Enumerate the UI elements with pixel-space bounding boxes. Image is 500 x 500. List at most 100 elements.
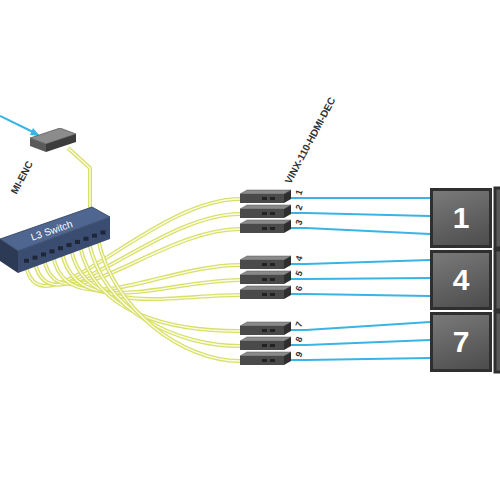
switch-port xyxy=(92,234,97,238)
decoder-port xyxy=(262,329,267,332)
screen-number: 7 xyxy=(453,325,470,359)
decoder-port xyxy=(270,329,275,332)
encoder-shape xyxy=(30,128,76,152)
decoder-port xyxy=(262,278,267,281)
decoder-front xyxy=(240,356,284,365)
decoder-side xyxy=(284,205,291,218)
callout-number: 1 xyxy=(295,187,306,197)
switch-side xyxy=(0,239,18,273)
decoder-top xyxy=(240,352,291,356)
switch-port xyxy=(33,256,38,260)
switch-port xyxy=(84,237,89,241)
switch-port xyxy=(58,246,63,250)
decoder-top xyxy=(240,337,291,341)
network-cable xyxy=(89,243,240,346)
screen-number: 4 xyxy=(453,263,470,297)
callout-number: 7 xyxy=(295,319,306,329)
model-label: VINX-110-HDMI-DEC xyxy=(283,95,338,185)
switch-port xyxy=(41,252,46,256)
display-screen: 7 xyxy=(430,312,492,372)
network-switch: L3 Switch xyxy=(0,205,110,275)
hdmi-cable xyxy=(291,228,430,234)
hdmi-cable xyxy=(291,322,430,330)
decoder-port xyxy=(262,359,267,362)
network-cable xyxy=(68,148,90,209)
decoder-top xyxy=(240,286,291,290)
network-cable xyxy=(68,148,90,209)
decoder-side xyxy=(284,271,291,284)
decoder-top xyxy=(240,220,291,224)
callout-number: 3 xyxy=(295,217,306,227)
wall-screen xyxy=(495,188,500,248)
hdmi-cable xyxy=(291,213,430,216)
callout-number: 2 xyxy=(295,202,306,212)
network-cable xyxy=(89,243,240,346)
decoder-top xyxy=(240,256,291,260)
network-cable xyxy=(98,239,240,361)
switch-shape xyxy=(0,205,110,275)
decoder-front xyxy=(240,275,284,284)
display-screen: 1 xyxy=(430,188,492,248)
hdmi-cable xyxy=(291,340,430,345)
decoder-side xyxy=(284,322,291,335)
device-label: MI-ENC xyxy=(9,159,35,196)
encoder-side xyxy=(30,138,46,152)
decoder-port xyxy=(270,278,275,281)
decoder-port xyxy=(262,227,267,230)
hdmi-cable xyxy=(291,197,430,199)
callout-number: 9 xyxy=(295,349,306,359)
decoder-port xyxy=(270,263,275,266)
decoder-side xyxy=(284,256,291,269)
decoder-port xyxy=(262,344,267,347)
decoder-port xyxy=(262,263,267,266)
decoder-side xyxy=(284,190,291,203)
callout-number: 5 xyxy=(295,268,306,278)
hdmi-cable xyxy=(291,294,430,296)
decoder-front xyxy=(240,209,284,218)
encoder-box: MI-ENC xyxy=(30,128,76,152)
encoder-front xyxy=(46,134,76,152)
callout-number: 8 xyxy=(295,334,306,344)
decoder-side xyxy=(284,220,291,233)
decoder-front xyxy=(240,194,284,203)
hdmi-cable xyxy=(291,358,430,360)
decoder-top xyxy=(240,322,291,326)
hdmi-cable xyxy=(291,278,430,279)
input-line xyxy=(0,116,33,132)
decoder-port xyxy=(270,359,275,362)
callout-number: 4 xyxy=(295,253,306,263)
decoder-front xyxy=(240,224,284,233)
decoder-front xyxy=(240,260,284,269)
decoder-port xyxy=(262,293,267,296)
decoder-top xyxy=(240,205,291,209)
switch-port xyxy=(50,249,55,253)
decoder-top xyxy=(240,190,291,194)
decoder-side xyxy=(284,286,291,299)
wall-screen xyxy=(495,250,500,310)
wall-screen xyxy=(495,312,500,372)
network-cable xyxy=(71,249,240,299)
decoder-port xyxy=(262,212,267,215)
decoder-front xyxy=(240,290,284,299)
network-cable xyxy=(98,239,240,361)
switch-front xyxy=(18,217,110,273)
arrow-head xyxy=(30,128,40,136)
decoder-top xyxy=(240,271,291,275)
switch-port xyxy=(24,259,29,263)
switch-port xyxy=(75,240,80,244)
decoder-port xyxy=(270,212,275,215)
hdmi-cable xyxy=(291,260,430,264)
decoder-front xyxy=(240,326,284,335)
decoder-front xyxy=(240,341,284,350)
decoder-port xyxy=(270,197,275,200)
decoder-port xyxy=(262,197,267,200)
decoder-side xyxy=(284,337,291,350)
decoder-port xyxy=(270,227,275,230)
switch-port xyxy=(101,230,106,234)
decoder-port xyxy=(270,344,275,347)
switch-port xyxy=(67,243,72,247)
decoder-port xyxy=(270,293,275,296)
network-cable xyxy=(71,249,240,299)
display-screen: 4 xyxy=(430,250,492,310)
